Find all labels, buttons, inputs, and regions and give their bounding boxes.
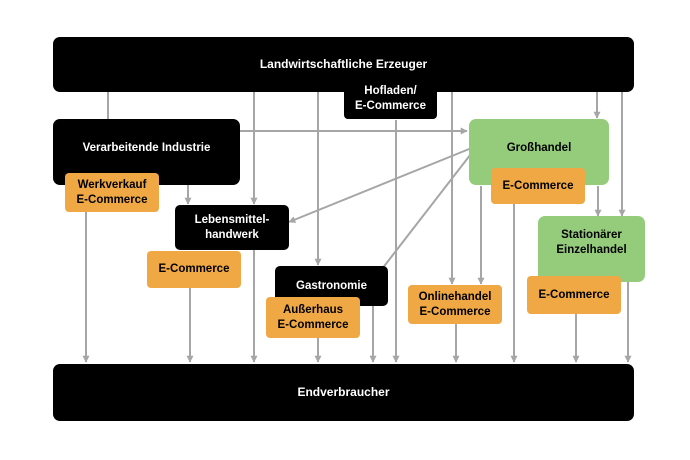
- farmshop-box: Hofladen/ E-Commerce: [344, 78, 437, 119]
- food-craft-ecom-label: E-Commerce: [158, 263, 230, 275]
- factory-sale-box: Werkverkauf E-Commerce: [65, 173, 159, 212]
- consumers-box: Endverbraucher: [53, 364, 634, 421]
- food-craft-ecom-box: E-Commerce: [147, 251, 241, 288]
- arrow-wholesale-to-gastronomy: [374, 149, 475, 279]
- wholesale-ecom-box: E-Commerce: [491, 168, 585, 204]
- online-retail-label: Onlinehandel E-Commerce: [418, 290, 492, 318]
- wholesale-ecom-label: E-Commerce: [502, 179, 574, 192]
- factory-sale-label: Werkverkauf E-Commerce: [76, 178, 148, 206]
- stationary-retail-box: Stationärer Einzelhandel: [538, 216, 645, 282]
- stationary-ecom-box: E-Commerce: [527, 276, 621, 314]
- farmshop-label: Hofladen/ E-Commerce: [355, 84, 426, 112]
- online-retail-box: Onlinehandel E-Commerce: [408, 285, 502, 324]
- stationary-ecom-label: E-Commerce: [538, 288, 610, 301]
- gastro-ecom-label: Außerhaus E-Commerce: [277, 303, 349, 331]
- stationary-retail-label: Stationärer Einzelhandel: [556, 229, 627, 256]
- industry-label: Verarbeitende Industrie: [82, 141, 211, 154]
- gastro-ecom-box: Außerhaus E-Commerce: [266, 297, 360, 338]
- gastronomy-label: Gastronomie: [296, 279, 367, 292]
- consumers-label: Endverbraucher: [297, 385, 390, 399]
- arrow-wholesale-food-craft: [288, 142, 485, 223]
- food-craft-label: Lebensmittel- handwerk: [194, 213, 270, 241]
- producers-label: Landwirtschaftliche Erzeuger: [259, 57, 428, 71]
- wholesale-label: Großhandel: [506, 141, 572, 154]
- food-craft-box: Lebensmittel- handwerk: [175, 205, 289, 250]
